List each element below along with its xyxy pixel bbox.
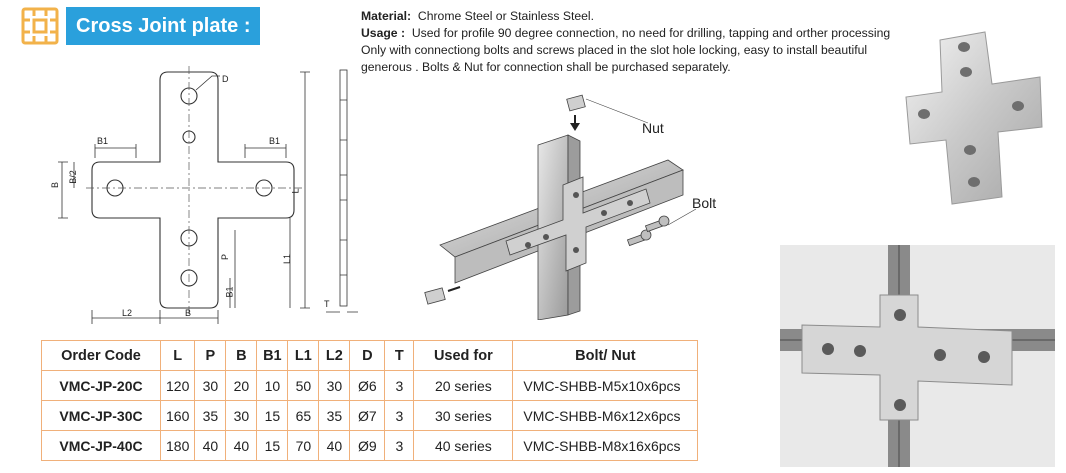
col-header-p: P xyxy=(194,340,227,371)
dim-label-b: B xyxy=(50,181,61,189)
nut-callout: Nut xyxy=(642,120,664,136)
specification-table: Order Code L P B B1 L1 L2 D T Used for B… xyxy=(41,340,699,461)
bolt-callout: Bolt xyxy=(692,195,717,211)
col-header-t: T xyxy=(384,340,415,371)
cell-bolt-nut: VMC-SHBB-M6x12x6pcs xyxy=(512,400,699,431)
cell-b: 20 xyxy=(225,370,258,401)
col-header-order-code: Order Code xyxy=(41,340,161,371)
cell-p: 40 xyxy=(194,430,227,461)
cell-t: 3 xyxy=(384,370,415,401)
col-header-used-for: Used for xyxy=(413,340,514,371)
dim-label-b1-right: B1 xyxy=(269,136,281,146)
usage-label: Usage : xyxy=(361,26,406,40)
cell-b1: 15 xyxy=(256,430,289,461)
dim-label-t: T xyxy=(324,299,330,309)
cell-bolt-nut: VMC-SHBB-M8x16x6pcs xyxy=(512,430,699,461)
col-header-bolt-nut: Bolt/ Nut xyxy=(512,340,699,371)
usage-text: Used for profile 90 degree connection, n… xyxy=(361,26,894,74)
cell-t: 3 xyxy=(384,400,415,431)
installed-plate-photo xyxy=(780,245,1055,467)
cell-d: Ø7 xyxy=(349,400,386,431)
dim-label-d: D xyxy=(222,74,229,84)
table-row: VMC-JP-40C 180 40 40 15 70 40 Ø9 3 40 se… xyxy=(41,430,699,461)
cell-d: Ø6 xyxy=(349,370,386,401)
dim-label-l2: L2 xyxy=(122,308,133,318)
table-row: VMC-JP-30C 160 35 30 15 65 35 Ø7 3 30 se… xyxy=(41,400,699,431)
cell-used-for: 20 series xyxy=(413,370,514,401)
cell-p: 30 xyxy=(194,370,227,401)
dim-label-l1: L1 xyxy=(282,253,293,265)
cell-l: 160 xyxy=(159,400,196,431)
cell-l: 120 xyxy=(159,370,196,401)
table-header-row: Order Code L P B B1 L1 L2 D T Used for B… xyxy=(41,340,699,371)
aluminum-profile-logo-icon xyxy=(21,7,59,45)
col-header-l: L xyxy=(159,340,196,371)
assembly-illustration xyxy=(424,94,697,320)
dim-label-p: P xyxy=(220,253,231,261)
cell-b: 40 xyxy=(225,430,258,461)
material-label: Material: xyxy=(361,9,412,23)
cell-l1: 70 xyxy=(287,430,320,461)
cell-b1: 15 xyxy=(256,400,289,431)
material-text: Chrome Steel or Stainless Steel. xyxy=(417,9,595,23)
dim-label-b1-left: B1 xyxy=(97,136,109,146)
cell-t: 3 xyxy=(384,430,415,461)
cell-l2: 30 xyxy=(318,370,351,401)
cell-l1: 65 xyxy=(287,400,320,431)
dim-label-l: L xyxy=(290,188,301,194)
cell-d: Ø9 xyxy=(349,430,386,461)
cell-l1: 50 xyxy=(287,370,320,401)
cell-order-code: VMC-JP-30C xyxy=(41,400,161,431)
dim-label-b1-vertical: B1 xyxy=(224,286,235,298)
col-header-b: B xyxy=(225,340,258,371)
cell-used-for: 30 series xyxy=(413,400,514,431)
cross-plate-photo xyxy=(890,22,1050,217)
cell-l2: 35 xyxy=(318,400,351,431)
col-header-b1: B1 xyxy=(256,340,289,371)
table-row: VMC-JP-20C 120 30 20 10 50 30 Ø6 3 20 se… xyxy=(41,370,699,401)
cell-used-for: 40 series xyxy=(413,430,514,461)
cell-order-code: VMC-JP-40C xyxy=(41,430,161,461)
cell-p: 35 xyxy=(194,400,227,431)
dim-label-b-bottom: B xyxy=(185,308,192,318)
cell-bolt-nut: VMC-SHBB-M5x10x6pcs xyxy=(512,370,699,401)
cell-l: 180 xyxy=(159,430,196,461)
page-title: Cross Joint plate : xyxy=(66,7,260,45)
cell-l2: 40 xyxy=(318,430,351,461)
cell-order-code: VMC-JP-20C xyxy=(41,370,161,401)
col-header-l2: L2 xyxy=(318,340,351,371)
product-description: Material: Chrome Steel or Stainless Stee… xyxy=(361,8,901,76)
cell-b1: 10 xyxy=(256,370,289,401)
technical-drawing xyxy=(58,66,358,324)
col-header-d: D xyxy=(349,340,386,371)
cell-b: 30 xyxy=(225,400,258,431)
col-header-l1: L1 xyxy=(287,340,320,371)
dim-label-b2: B/2 xyxy=(67,170,78,184)
